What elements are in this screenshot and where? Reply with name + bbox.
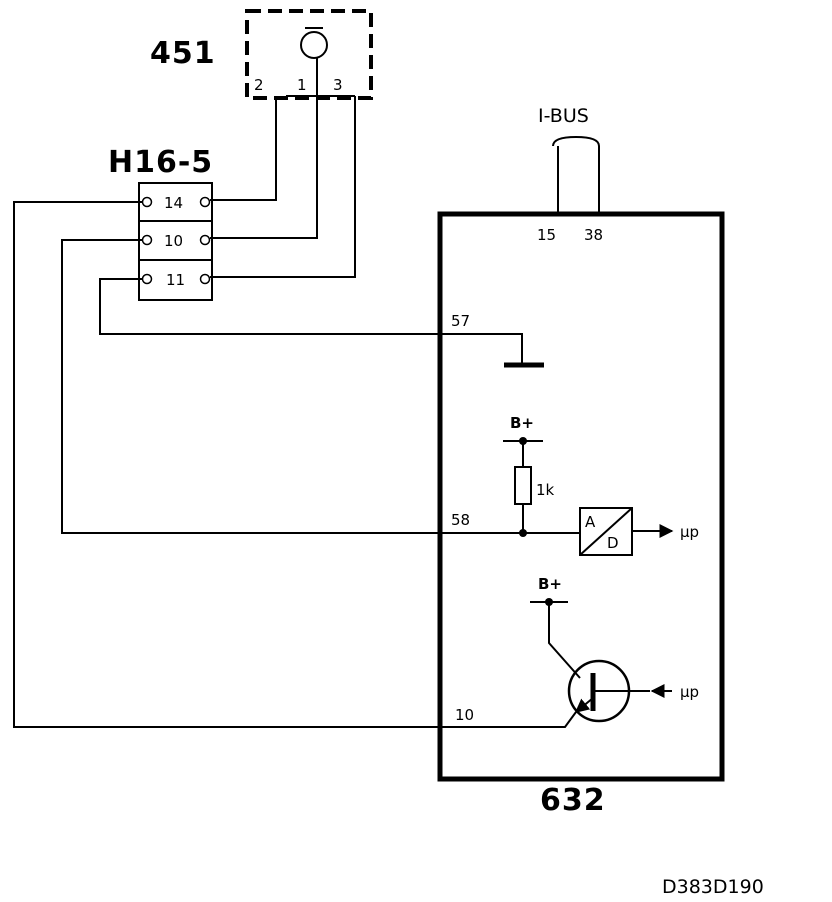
terminal-58: 58 <box>451 511 470 529</box>
transistor-emitter <box>560 711 577 728</box>
connector-pin-10: 10 <box>164 232 183 250</box>
supply-label-top: B+ <box>510 414 534 432</box>
wire-14-to-terminal-10 <box>13 201 560 728</box>
component-451-label: 451 <box>150 36 216 71</box>
resistor-value: 1k <box>536 481 555 499</box>
terminal-57: 57 <box>451 312 470 330</box>
adc-diagonal <box>579 507 633 556</box>
terminal-15: 15 <box>537 226 556 244</box>
module-632-label: 632 <box>540 783 606 818</box>
pin-socket-icon <box>199 196 211 208</box>
wire-451-1-to-10 <box>210 58 318 239</box>
adc-d-label: D <box>607 534 619 552</box>
wire-11-to-terminal-57 <box>99 278 523 363</box>
connector-label: H16-5 <box>108 145 213 180</box>
wire-451-2-to-14 <box>210 96 277 201</box>
supply-label-bottom: B+ <box>538 575 562 593</box>
component-451: 451 2 1 3 <box>150 9 373 100</box>
module-632-box <box>437 211 725 782</box>
sensor-icon <box>300 31 328 59</box>
ibus-brace <box>552 135 600 147</box>
ibus-label: I-BUS <box>538 105 589 127</box>
junction-icon <box>519 529 527 537</box>
terminal-38: 38 <box>584 226 603 244</box>
wire-451-3-to-11 <box>210 96 356 278</box>
resistor-icon <box>514 466 532 505</box>
pin-socket-icon <box>141 196 153 208</box>
transistor-collector <box>548 602 581 679</box>
pin-socket-icon <box>141 234 153 246</box>
connector-pin-11: 11 <box>166 271 185 289</box>
connector-h16-5: H16-5 14 10 11 <box>108 145 213 301</box>
adc-a-label: A <box>585 513 596 531</box>
connector-body <box>138 182 213 301</box>
pin-451-1: 1 <box>297 76 307 94</box>
connector-pin-14: 14 <box>164 194 183 212</box>
pin-socket-icon <box>199 234 211 246</box>
transistor-emitter-arrow-icon <box>574 697 594 713</box>
ibus: I-BUS <box>538 105 600 214</box>
wire-10-to-terminal-58 <box>61 239 580 534</box>
adc-output-label: µp <box>680 523 699 541</box>
pin-socket-icon <box>199 273 211 285</box>
module-632: 632 15 38 57 58 10 B+ 1k A D µp B+ µp <box>437 211 725 818</box>
pin-451-2: 2 <box>254 76 264 94</box>
diagram-code: D383D190 <box>662 876 764 898</box>
pin-socket-icon <box>141 273 153 285</box>
terminal-10: 10 <box>455 706 474 724</box>
pin-451-3: 3 <box>333 76 343 94</box>
component-451-box <box>245 9 373 100</box>
transistor-input-label: µp <box>680 683 699 701</box>
